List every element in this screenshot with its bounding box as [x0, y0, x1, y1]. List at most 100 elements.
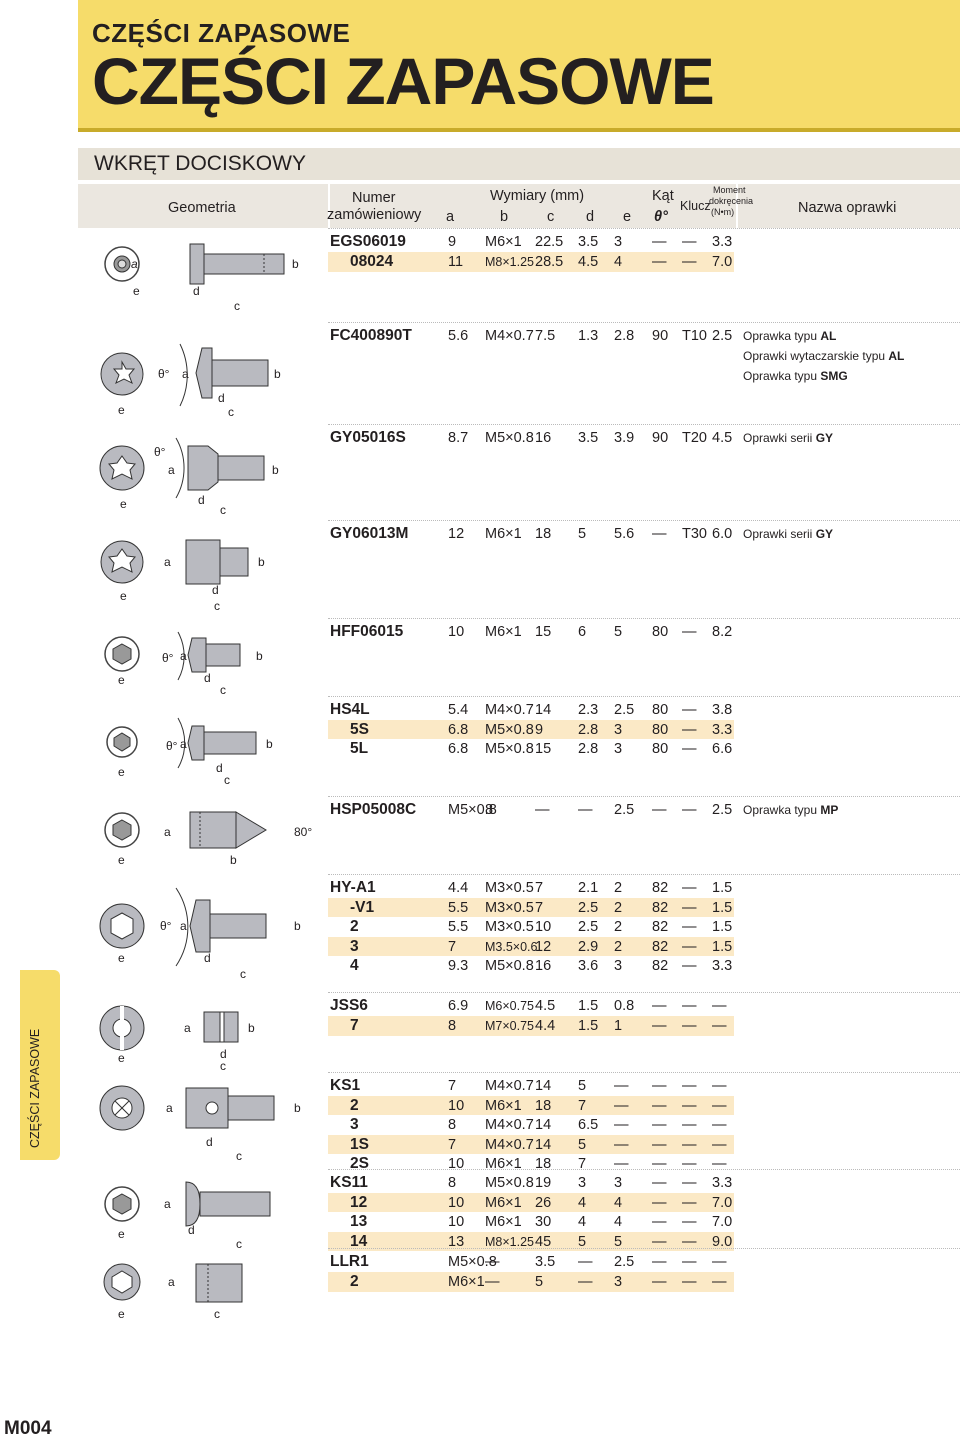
cell-d: 7	[578, 1156, 587, 1173]
order-code: 1S	[350, 1135, 369, 1153]
cell-b: M5×0.8	[485, 430, 534, 446]
cell-key: —	[682, 741, 697, 758]
cell-b: M6×0.75	[485, 999, 534, 1013]
cell-d: 5	[578, 1233, 587, 1250]
cell-b: M3×0.5	[485, 880, 534, 896]
cell-e: 0.8	[614, 998, 635, 1014]
svg-text:c: c	[236, 1237, 242, 1251]
svg-text:a: a	[168, 463, 175, 477]
cell-d: —	[578, 802, 593, 818]
holder-name: Oprawka typu AL	[743, 326, 836, 346]
cell-key: —	[682, 919, 697, 936]
cell-torque: 7.0	[712, 254, 733, 270]
svg-text:θ°: θ°	[158, 367, 170, 381]
header-a: a	[446, 209, 455, 225]
cell-theta: 82	[652, 919, 669, 936]
cell-theta: 80	[652, 702, 669, 718]
svg-text:a: a	[180, 649, 187, 663]
order-code: 3	[350, 1116, 359, 1134]
header-torque-2: dokręcenia	[709, 196, 754, 206]
holder-name: Oprawka typu MP	[743, 800, 838, 820]
cell-c: 7	[535, 880, 544, 896]
cell-a: 5.6	[448, 328, 469, 344]
figure-egs: a b e d c	[96, 232, 316, 321]
order-code: 08024	[350, 253, 394, 270]
order-code: 14	[350, 1232, 368, 1250]
holder-name-type: GY	[815, 527, 834, 541]
cell-theta: 80	[652, 624, 669, 640]
svg-text:c: c	[240, 967, 246, 980]
holder-name-type: SMG	[820, 369, 848, 383]
cell-e: 2.5	[614, 1254, 635, 1270]
cell-c: 5	[535, 1274, 544, 1290]
header-b: b	[500, 209, 509, 225]
header-holder: Nazwa oprawki	[798, 200, 897, 216]
cell-d: 2.8	[578, 741, 599, 758]
cell-theta: 80	[652, 721, 669, 738]
cell-b: M6×1	[485, 1097, 522, 1114]
cell-theta: 80	[652, 741, 669, 758]
holder-name-type: GY	[815, 431, 834, 445]
cell-e: 3	[614, 1274, 623, 1290]
order-code: LLR1	[330, 1253, 369, 1270]
svg-text:d: d	[218, 391, 225, 405]
svg-text:b: b	[256, 649, 263, 663]
cell-e: 1	[614, 1018, 623, 1034]
cell-b: M4×0.7	[485, 1136, 534, 1153]
svg-text:c: c	[214, 1307, 220, 1321]
cell-theta: —	[652, 1156, 667, 1173]
cell-b: M7×0.75	[485, 1019, 534, 1033]
cell-c: 30	[535, 1214, 552, 1231]
order-code: FC400890T	[330, 327, 412, 344]
row-highlight	[328, 936, 734, 957]
cell-d: 2.9	[578, 938, 599, 955]
cell-torque: 3.3	[712, 234, 733, 250]
svg-text:d: d	[216, 761, 223, 775]
side-tab: CZĘŚCI ZAPASOWE	[20, 970, 60, 1160]
cell-a: M5×0.8	[448, 1254, 497, 1270]
section-bar: WKRĘT DOCISKOWY	[78, 148, 960, 180]
header-geometry: Geometria	[168, 200, 236, 216]
cell-torque: 1.5	[712, 938, 733, 955]
cell-theta: —	[652, 1018, 667, 1034]
row-highlight	[328, 1272, 734, 1292]
svg-text:a: a	[164, 825, 171, 839]
cell-d: 5	[578, 1078, 587, 1094]
cell-key: —	[682, 1018, 697, 1034]
row-highlight	[328, 252, 734, 272]
cell-key: —	[682, 234, 697, 250]
cell-c: 15	[535, 624, 552, 640]
cell-c: 26	[535, 1194, 552, 1211]
cell-e: 5	[614, 1233, 623, 1250]
svg-text:e: e	[118, 1307, 125, 1321]
page-number: M004	[4, 1418, 52, 1439]
svg-text:e: e	[118, 673, 125, 687]
cell-key: T30	[682, 526, 707, 542]
cell-theta: —	[652, 802, 667, 818]
cell-torque: —	[712, 1117, 727, 1134]
cell-key: —	[682, 1254, 697, 1270]
order-code: JSS6	[330, 997, 368, 1014]
svg-text:θ°: θ°	[160, 919, 172, 933]
order-code: 3	[350, 937, 359, 955]
figure-hy: θ° a b e d c	[96, 880, 316, 985]
cell-theta: —	[652, 1097, 667, 1114]
svg-text:d: d	[198, 493, 205, 507]
cell-theta: —	[652, 1078, 667, 1094]
cell-e: 4	[614, 1214, 623, 1231]
header-banner	[78, 0, 960, 132]
order-code: KS11	[330, 1174, 368, 1191]
row-highlight	[328, 1016, 734, 1036]
cell-d: 2.5	[578, 899, 599, 916]
header-title-small: CZĘŚCI ZAPASOWE	[92, 18, 351, 48]
group-separator	[328, 520, 960, 521]
svg-text:b: b	[230, 853, 237, 867]
cell-e: 2	[614, 899, 623, 916]
svg-text:θ°: θ°	[166, 739, 178, 753]
holder-name-text: Oprawki wytaczarskie typu	[743, 349, 889, 363]
cell-a: 9.3	[448, 958, 469, 975]
cell-a: M5×0.8	[448, 802, 497, 818]
figure-gy05: θ° a b e d c	[96, 428, 316, 523]
header-angle: Kąt	[652, 188, 674, 204]
svg-text:e: e	[118, 853, 125, 867]
